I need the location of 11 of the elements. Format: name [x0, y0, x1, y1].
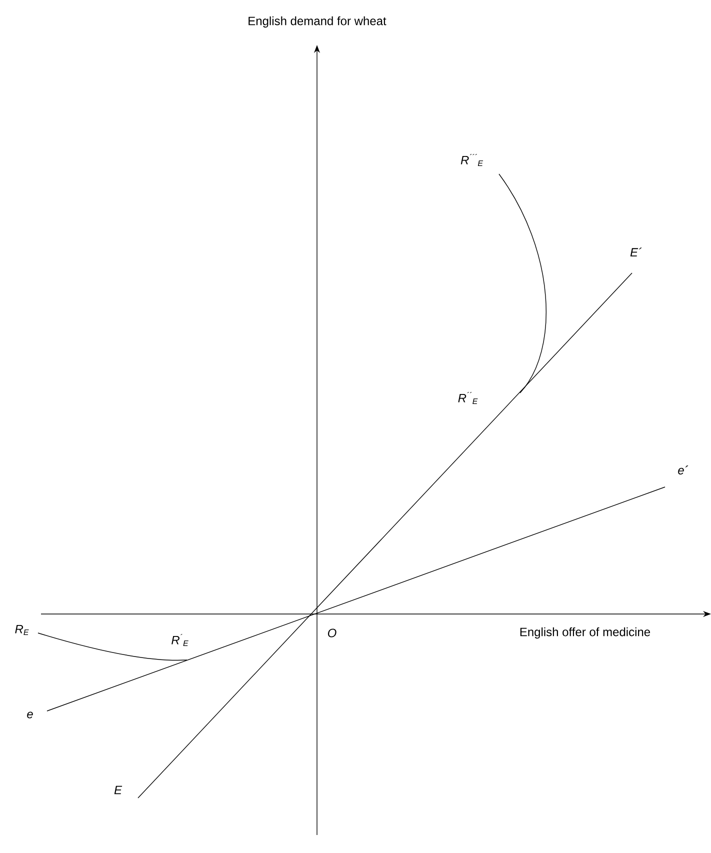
curve-label: R$^{´´}$E — [458, 392, 478, 404]
curve-label: R$_{E}$ — [15, 624, 29, 636]
line-label: e´ — [678, 466, 688, 474]
curve-label: R$^{´}$E — [172, 634, 188, 646]
curve-label: R$^{´´´}$E — [460, 154, 484, 166]
line-label: E´ — [630, 248, 642, 256]
line-label: e — [27, 712, 33, 718]
axis-title: English demand for wheat — [248, 16, 386, 28]
axis-title: English offer of medicine — [520, 627, 650, 639]
origin-label: O — [328, 628, 336, 638]
line-label: E — [114, 786, 122, 794]
